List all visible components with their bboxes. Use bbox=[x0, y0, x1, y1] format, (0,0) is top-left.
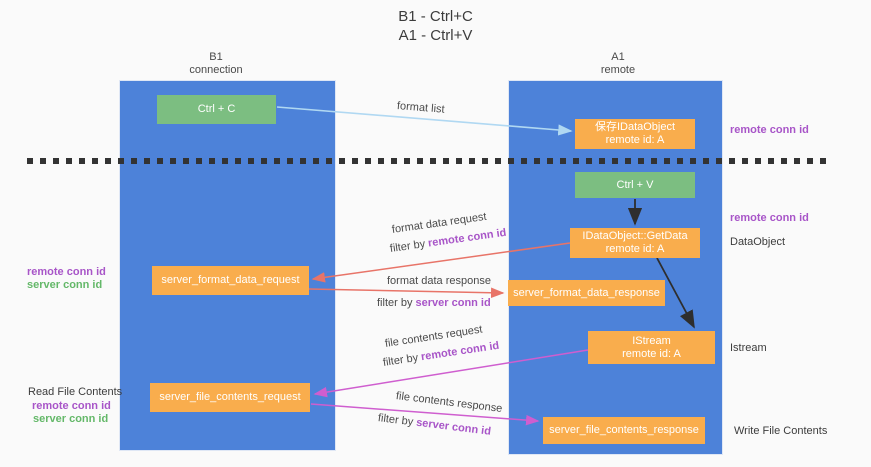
edge-label-format-list: format list bbox=[396, 100, 446, 116]
annotation-remote-conn-id-mid: remote conn id bbox=[730, 212, 809, 224]
annotation-server-conn-id-left-1: server conn id bbox=[27, 279, 103, 291]
node-format-response-label: server_format_data_response bbox=[513, 286, 660, 299]
annotation-remote-conn-id-left-1: remote conn id bbox=[27, 266, 106, 278]
node-server-format-data-request: server_format_data_request bbox=[152, 266, 309, 295]
node-file-response-label: server_file_contents_response bbox=[549, 424, 699, 436]
node-getdata-line2: remote id: A bbox=[605, 243, 665, 255]
annotation-remote-conn-id-left-2: remote conn id bbox=[32, 400, 111, 412]
node-save-idataobject-line1: 保存IDataObject bbox=[594, 121, 676, 133]
node-format-request-label: server_format_data_request bbox=[161, 274, 300, 286]
lane-b1-type: connection bbox=[189, 64, 243, 76]
node-istream: IStream remote id: A bbox=[588, 331, 715, 364]
node-ctrl-v: Ctrl + V bbox=[575, 172, 695, 198]
diagram-title: B1 - Ctrl+C A1 - Ctrl+V bbox=[0, 7, 871, 45]
node-server-format-data-response: server_format_data_response bbox=[508, 280, 665, 306]
annotation-dataobject: DataObject bbox=[730, 236, 786, 248]
lane-b1-name: B1 bbox=[209, 51, 223, 63]
edge-label-filter-server-2: filter by server conn id bbox=[377, 412, 492, 438]
node-istream-line2: remote id: A bbox=[622, 347, 681, 360]
node-istream-line1: IStream bbox=[632, 334, 671, 347]
annotation-write-file-contents: Write File Contents bbox=[734, 425, 828, 437]
lane-header-b1: B1 connection bbox=[160, 51, 272, 77]
edge-label-format-data-response: format data response bbox=[387, 275, 491, 287]
node-save-idataobject-line2: remote id: A bbox=[605, 134, 665, 146]
node-getdata-line1: IDataObject::GetData bbox=[582, 230, 688, 242]
arrow-format-data-response bbox=[308, 287, 505, 299]
annotation-istream: Istream bbox=[730, 342, 767, 354]
node-save-idataobject: 保存IDataObject remote id: A bbox=[575, 119, 695, 149]
node-ctrl-v-label: Ctrl + V bbox=[616, 178, 654, 191]
annotation-read-file-contents: Read File Contents bbox=[28, 386, 123, 398]
title-line-1: B1 - Ctrl+C bbox=[398, 8, 473, 25]
filter-remote-conn-id-1: remote conn id bbox=[427, 226, 508, 250]
node-server-file-contents-response: server_file_contents_response bbox=[543, 417, 705, 444]
filter-remote-conn-id-2: remote conn id bbox=[420, 339, 500, 364]
node-idataobject-getdata: IDataObject::GetData remote id: A bbox=[570, 228, 700, 258]
node-server-file-contents-request: server_file_contents_request bbox=[150, 383, 310, 412]
edge-label-filter-server-1: filter by server conn id bbox=[377, 297, 491, 309]
filter-server-conn-id-2: server conn id bbox=[415, 416, 492, 438]
node-ctrl-c: Ctrl + C bbox=[157, 95, 276, 124]
annotation-server-conn-id-left-2: server conn id bbox=[33, 413, 109, 425]
lane-a1-type: remote bbox=[600, 64, 636, 76]
filter-server-conn-id-1: server conn id bbox=[415, 297, 491, 309]
node-ctrl-c-label: Ctrl + C bbox=[197, 103, 236, 115]
title-line-2: A1 - Ctrl+V bbox=[398, 27, 473, 44]
edge-label-file-contents-response: file contents response bbox=[395, 390, 503, 415]
lane-a1-name: A1 bbox=[611, 51, 625, 63]
node-file-request-label: server_file_contents_request bbox=[159, 391, 301, 403]
lane-header-a1: A1 remote bbox=[562, 51, 674, 77]
annotation-remote-conn-id-top: remote conn id bbox=[730, 124, 809, 136]
